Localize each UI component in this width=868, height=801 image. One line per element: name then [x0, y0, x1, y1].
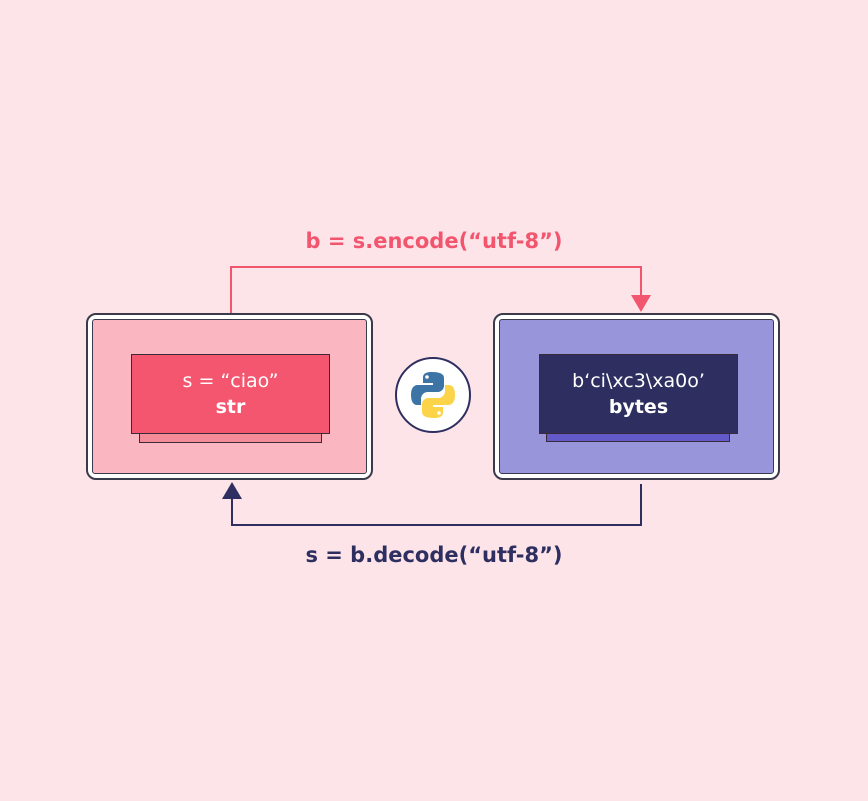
decode-arrowhead [222, 482, 242, 499]
decode-label: s = b.decode(“utf-8”) [305, 543, 563, 567]
encode-label: b = s.encode(“utf-8”) [305, 229, 563, 253]
bytes-type: bytes [608, 396, 669, 418]
str-value: s = “ciao” [182, 370, 279, 392]
decode-arrow-line [231, 484, 642, 526]
encode-arrowhead [631, 295, 651, 312]
encode-arrow-line [230, 266, 642, 313]
bytes-value: b‘ci\xc3\xa0o’ [572, 370, 705, 392]
str-type: str [215, 396, 246, 418]
python-logo-icon [395, 357, 471, 433]
str-card: s = “ciao” str [131, 354, 330, 434]
bytes-card: b‘ci\xc3\xa0o’ bytes [539, 354, 738, 434]
